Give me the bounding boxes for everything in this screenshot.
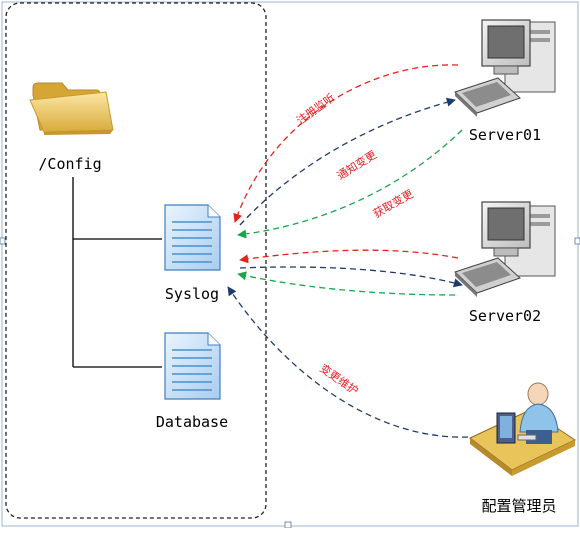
syslog-label: Syslog (165, 285, 219, 303)
server02-label: Server02 (469, 307, 541, 325)
administrator-icon (469, 382, 577, 476)
register-listen-arrow (233, 64, 459, 223)
document-icon (164, 332, 221, 400)
config-store-boundary (5, 2, 267, 519)
config-label: /Config (38, 155, 101, 173)
computer-icon (454, 19, 556, 117)
tree-lines (72, 177, 162, 368)
notify-change-arrow (239, 97, 456, 226)
computer-icon (454, 201, 556, 297)
fetch-change-arrow-server02 (237, 271, 456, 296)
change-maintain-label: 变更维护 (317, 361, 361, 398)
change-maintain-arrow (227, 286, 469, 438)
admin-label: 配置管理员 (481, 497, 556, 515)
document-icon (164, 204, 221, 271)
resize-handle-bottom[interactable] (284, 521, 292, 529)
notify-change-arrow-server02 (239, 266, 463, 288)
notify-change-label: 通知变更 (334, 147, 379, 182)
resize-handle-right[interactable] (574, 237, 580, 245)
register-listen-label: 注册监听 (294, 90, 338, 127)
fetch-change-arrow (237, 129, 463, 239)
folder-icon (29, 82, 114, 135)
server01-label: Server01 (469, 126, 541, 144)
register-listen-arrow-server02 (239, 249, 459, 264)
resize-handle-left[interactable] (0, 237, 6, 245)
database-label: Database (156, 413, 228, 431)
